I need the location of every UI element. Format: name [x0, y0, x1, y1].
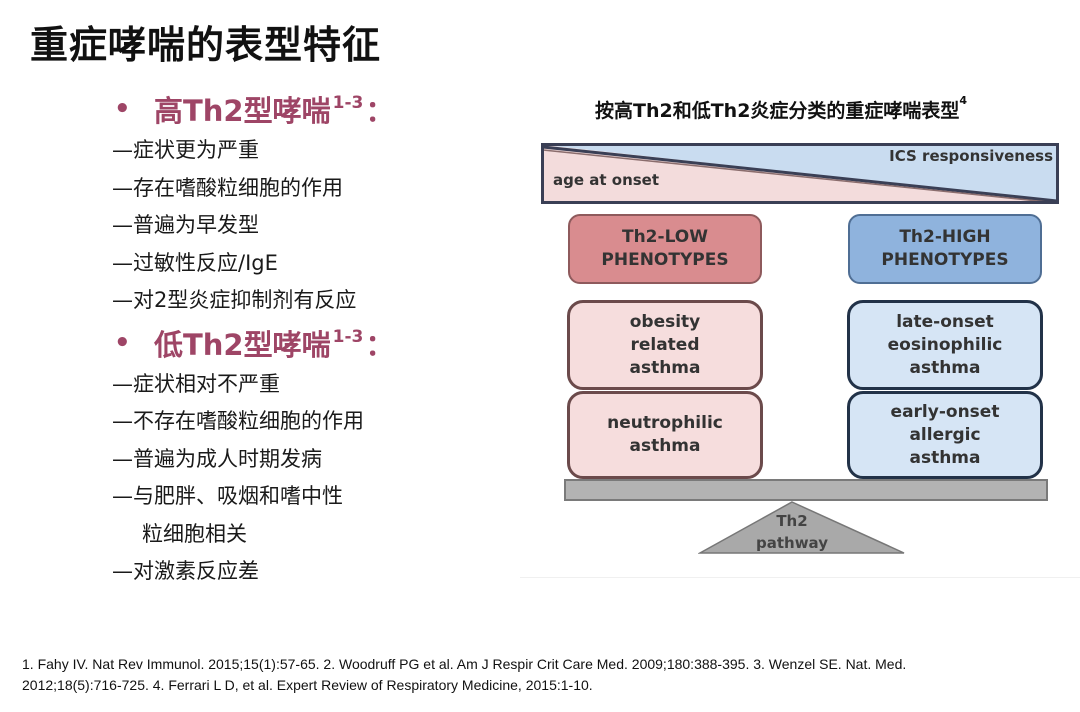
list-item: 粒细胞相关 — [142, 521, 247, 546]
box-text: eosinophilic — [887, 334, 1003, 355]
list-item: —对2型炎症抑制剂有反应 — [112, 288, 357, 312]
list-item: —症状更为严重 — [112, 138, 259, 162]
references: 1. Fahy IV. Nat Rev Immunol. 2015;15(1):… — [22, 654, 1062, 696]
header-line: PHENOTYPES — [881, 250, 1009, 270]
ics-age-wedge: ICS responsiveness age at onset — [541, 143, 1059, 205]
reference-line: 1. Fahy IV. Nat Rev Immunol. 2015;15(1):… — [22, 656, 907, 672]
th2-low-phenotypes-header: Th2-LOW PHENOTYPES — [568, 214, 762, 284]
list-item: —不存在嗜酸粒细胞的作用 — [112, 409, 364, 433]
diagram-title-text: 按高Th2和低Th2炎症分类的重症哮喘表型 — [595, 100, 960, 122]
phenotype-list: • 高Th2型哮喘 1-3 ： —症状更为严重 —存在嗜酸粒细胞的作用 —普遍为… — [112, 86, 532, 591]
obesity-related-asthma-box: obesity related asthma — [567, 300, 763, 390]
heading-text: 低Th2型哮喘 — [154, 327, 331, 362]
list-item: —与肥胖、吸烟和嗜中性 — [112, 484, 343, 508]
header-line: Th2-HIGH — [899, 227, 991, 247]
list-item: —症状相对不严重 — [112, 371, 280, 396]
bullet-icon: • — [114, 327, 131, 358]
balance-beam — [564, 479, 1048, 501]
citation-superscript: 4 — [959, 94, 968, 107]
list-item: —普遍为成人时期发病 — [112, 446, 322, 471]
neutrophilic-asthma-box: neutrophilic asthma — [567, 391, 763, 479]
list-item: —对激素反应差 — [112, 559, 259, 583]
box-text: early-onset — [890, 401, 1000, 422]
box-text: asthma — [629, 436, 701, 456]
box-text: related — [630, 334, 700, 355]
age-at-onset-label: age at onset — [553, 171, 660, 189]
fulcrum-text: pathway — [755, 534, 828, 552]
fulcrum-text: Th2 — [776, 512, 808, 530]
early-onset-allergic-asthma-box: early-onset allergic asthma — [847, 391, 1043, 479]
heading-text: 高Th2型哮喘 — [154, 94, 331, 128]
box-text: neutrophilic — [607, 413, 723, 433]
header-line: PHENOTYPES — [601, 250, 729, 270]
list-item: —普遍为早发型 — [112, 213, 259, 237]
diagram-title: 按高Th2和低Th2炎症分类的重症哮喘表型4 — [595, 94, 968, 123]
box-text: late-onset — [896, 311, 994, 332]
th2-high-phenotypes-header: Th2-HIGH PHENOTYPES — [848, 214, 1042, 284]
list-item: —存在嗜酸粒细胞的作用 — [112, 175, 343, 200]
header-line: Th2-LOW — [621, 227, 708, 247]
box-text: asthma — [909, 357, 981, 378]
ics-responsiveness-label: ICS responsiveness — [889, 147, 1053, 165]
heading-colon: ： — [365, 94, 395, 128]
citation-superscript: 1-3 — [332, 326, 364, 347]
section-heading-th2-high: • 高Th2型哮喘 1-3 ： — [112, 86, 532, 132]
fulcrum-triangle-icon — [698, 501, 905, 554]
box-text: allergic — [909, 424, 981, 445]
box-text: obesity — [629, 311, 701, 332]
reference-line: 2012;18(5):716-725. 4. Ferrari L D, et a… — [22, 677, 593, 693]
page-title: 重症哮喘的表型特征 — [30, 23, 382, 67]
box-text: asthma — [909, 447, 981, 468]
wedge-shape-icon — [541, 143, 1059, 204]
citation-superscript: 1-3 — [332, 93, 364, 113]
late-onset-eosinophilic-asthma-box: late-onset eosinophilic asthma — [847, 300, 1043, 390]
th2-pathway-label: Th2 pathway — [740, 510, 844, 554]
bullet-icon: • — [114, 94, 131, 124]
list-item: —过敏性反应/IgE — [112, 250, 278, 275]
heading-colon: ： — [365, 327, 395, 362]
divider — [520, 577, 1080, 578]
box-text: asthma — [629, 357, 701, 378]
section-heading-th2-low: • 低Th2型哮喘 1-3 ： — [112, 320, 532, 366]
